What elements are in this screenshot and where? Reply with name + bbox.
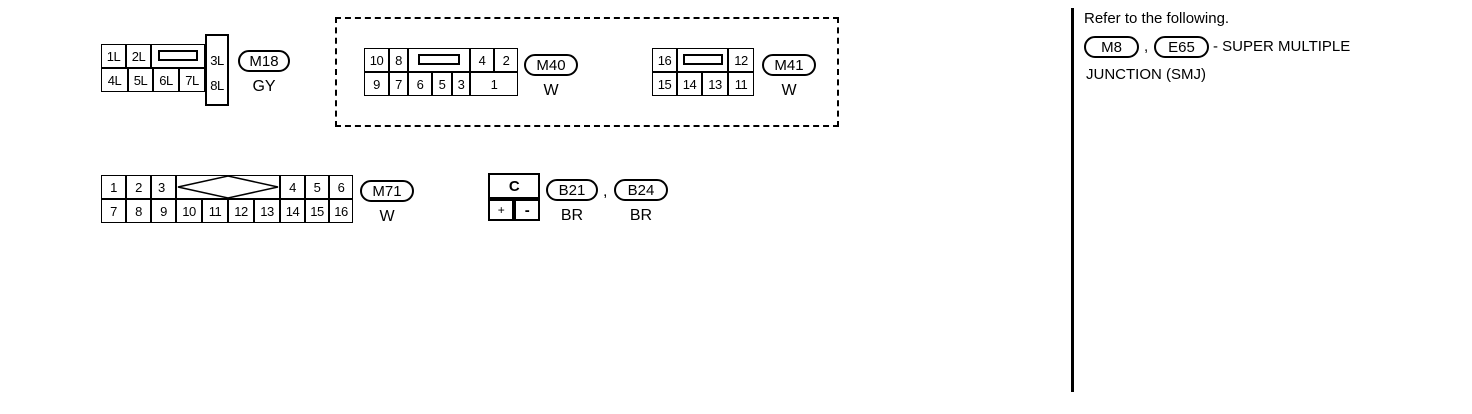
pin-4l: 4L <box>101 68 128 92</box>
pin-13: 13 <box>702 72 728 96</box>
wire-color-b24: BR <box>629 207 653 224</box>
pin-8l: 8L <box>210 77 224 93</box>
lock-slot <box>158 50 198 61</box>
pin-4: 4 <box>470 48 494 72</box>
connector-m40-slot-block <box>408 48 470 72</box>
pin-5: 5 <box>432 72 452 96</box>
separator-comma: , <box>603 183 608 200</box>
pin-12: 12 <box>228 199 254 223</box>
lock-slot <box>683 54 723 65</box>
pin-12: 12 <box>728 48 754 72</box>
pin-minus: - <box>514 199 540 221</box>
pin-c: C <box>488 173 540 199</box>
pin-14: 14 <box>280 199 305 223</box>
pin-9: 9 <box>151 199 176 223</box>
reference-id-m8: M8 <box>1084 36 1139 58</box>
connector-id-b21: B21 <box>546 179 598 201</box>
reference-note-line3: JUNCTION (SMJ) <box>1086 66 1206 83</box>
pin-5l: 5L <box>128 68 153 92</box>
connector-id-m71: M71 <box>360 180 414 202</box>
connector-m71-key-block <box>176 175 280 199</box>
pin-11: 11 <box>728 72 754 96</box>
pin-7: 7 <box>101 199 126 223</box>
pin-13: 13 <box>254 199 280 223</box>
pin-7: 7 <box>389 72 408 96</box>
reference-note-line1: Refer to the following. <box>1084 10 1230 27</box>
wire-color-m41: W <box>781 82 797 99</box>
lock-slot <box>418 54 460 65</box>
pin-2: 2 <box>494 48 518 72</box>
pin-4: 4 <box>280 175 305 199</box>
connector-id-m40: M40 <box>524 54 578 76</box>
pin-7l: 7L <box>179 68 205 92</box>
connector-m41: 16 12 15 14 13 11 <box>652 48 754 96</box>
connector-m40: 10 8 4 2 9 7 6 5 3 1 <box>364 48 518 96</box>
pin-2l: 2L <box>126 44 151 68</box>
pin-8: 8 <box>389 48 408 72</box>
connector-m18: 1L 2L 3L 8L 4L 5L 6L 7L <box>101 34 231 106</box>
column-divider <box>1071 8 1074 392</box>
pin-3: 3 <box>151 175 176 199</box>
connector-id-m41: M41 <box>762 54 816 76</box>
pin-6: 6 <box>329 175 353 199</box>
pin-8: 8 <box>126 199 151 223</box>
dashed-group-box <box>335 17 839 127</box>
pin-16: 16 <box>329 199 353 223</box>
connector-m18-tab <box>205 34 229 106</box>
pin-16: 16 <box>652 48 677 72</box>
pin-9: 9 <box>364 72 389 96</box>
pin-11: 11 <box>202 199 228 223</box>
wire-color-b21: BR <box>560 207 584 224</box>
wire-color-m18: GY <box>252 78 276 95</box>
pin-14: 14 <box>677 72 702 96</box>
pin-1: 1 <box>101 175 126 199</box>
pin-5: 5 <box>305 175 329 199</box>
wire-color-m71: W <box>379 208 395 225</box>
pin-1: 1 <box>470 72 518 96</box>
connector-m18-upper-block <box>151 44 205 68</box>
reference-id-e65: E65 <box>1154 36 1209 58</box>
connector-b21-b24: C + - <box>488 173 540 221</box>
pin-1l: 1L <box>101 44 126 68</box>
pin-15: 15 <box>652 72 677 96</box>
reference-separator: , <box>1144 38 1149 55</box>
connector-id-m18: M18 <box>238 50 290 72</box>
pin-3l: 3L <box>210 52 224 68</box>
pin-plus: + <box>488 199 514 221</box>
diamond-key-icon <box>177 175 279 199</box>
pin-15: 15 <box>305 199 329 223</box>
connector-m71: 1 2 3 4 5 6 7 8 9 10 11 12 13 14 15 16 <box>101 175 353 223</box>
reference-note-line2: - SUPER MULTIPLE <box>1213 38 1351 55</box>
pin-3: 3 <box>452 72 470 96</box>
connector-id-b24: B24 <box>614 179 668 201</box>
pin-10: 10 <box>176 199 202 223</box>
pin-2: 2 <box>126 175 151 199</box>
pin-6l: 6L <box>153 68 179 92</box>
connector-m41-slot-block <box>677 48 728 72</box>
wire-color-m40: W <box>543 82 559 99</box>
pin-6: 6 <box>408 72 432 96</box>
pin-10: 10 <box>364 48 389 72</box>
